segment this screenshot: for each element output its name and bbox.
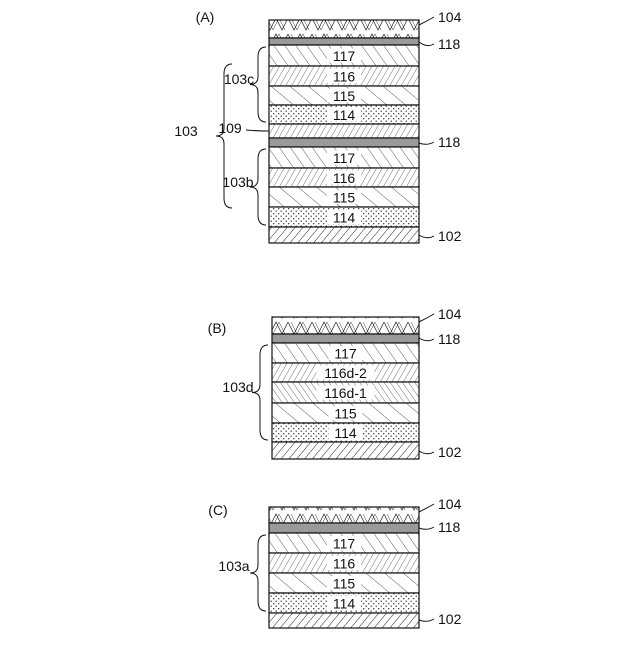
ref-label-102: 102 (438, 444, 462, 460)
layer-label-116d-1: 116d-1 (324, 385, 367, 401)
panel-label-c: (C) (208, 502, 227, 518)
layer-label-115: 115 (333, 576, 356, 592)
leader-line (419, 42, 434, 46)
layer-label-116: 116 (333, 69, 356, 85)
ref-label-104: 104 (438, 496, 462, 512)
brace-103d (252, 345, 268, 440)
leader-line (419, 504, 434, 512)
layer-label-114: 114 (333, 107, 356, 123)
ref-label-109: 109 (218, 120, 242, 136)
ref-label-102: 102 (438, 611, 462, 627)
layer-label-115: 115 (334, 406, 357, 422)
ref-label-104: 104 (438, 9, 462, 25)
ref-label-104: 104 (438, 306, 462, 322)
layer-label-116: 116 (333, 170, 356, 186)
leader-line (419, 142, 434, 144)
layer-label-116: 116 (333, 556, 356, 572)
layer-104 (269, 20, 419, 38)
leader-line (419, 451, 434, 454)
group-label-103c: 103c (224, 71, 254, 87)
leader-line-109 (246, 130, 269, 131)
ref-label-118: 118 (438, 519, 461, 535)
group-label-103d: 103d (222, 379, 253, 395)
leader-line (419, 338, 434, 341)
layer-label-114: 114 (333, 596, 356, 612)
layer-118 (269, 523, 419, 533)
brace-103a (250, 535, 266, 611)
leader-line (419, 314, 434, 322)
layer-118 (272, 334, 419, 343)
layer-label-117: 117 (333, 150, 356, 166)
layer-label-114: 114 (334, 425, 357, 441)
layer-label-117: 117 (333, 48, 356, 64)
layer-102 (269, 227, 419, 243)
ref-label-118: 118 (438, 134, 461, 150)
panel-label-a: (A) (196, 9, 215, 25)
panel-label-b: (B) (208, 320, 227, 336)
layer-118 (269, 38, 419, 45)
layer-label-115: 115 (333, 190, 356, 206)
group-label-103b: 103b (222, 174, 253, 190)
ref-label-118: 118 (438, 331, 461, 347)
layer-109 (269, 124, 419, 138)
layer-102 (272, 442, 419, 459)
group-label-103a: 103a (218, 558, 249, 574)
layer-102 (269, 613, 419, 628)
ref-label-118: 118 (438, 36, 461, 52)
layer-label-115: 115 (333, 88, 356, 104)
leader-line (419, 17, 434, 25)
leader-line (419, 619, 434, 621)
layer-label-114: 114 (333, 210, 356, 226)
layer-104 (272, 317, 419, 334)
layer-label-116d-2: 116d-2 (324, 365, 367, 381)
leader-line (419, 527, 434, 529)
layer-118 (269, 138, 419, 147)
layer-label-117: 117 (333, 536, 356, 552)
layer-104 (269, 507, 419, 523)
layer-label-117: 117 (334, 346, 357, 362)
leader-line (419, 235, 434, 238)
ref-label-102: 102 (438, 228, 462, 244)
group-label-103: 103 (174, 123, 198, 139)
